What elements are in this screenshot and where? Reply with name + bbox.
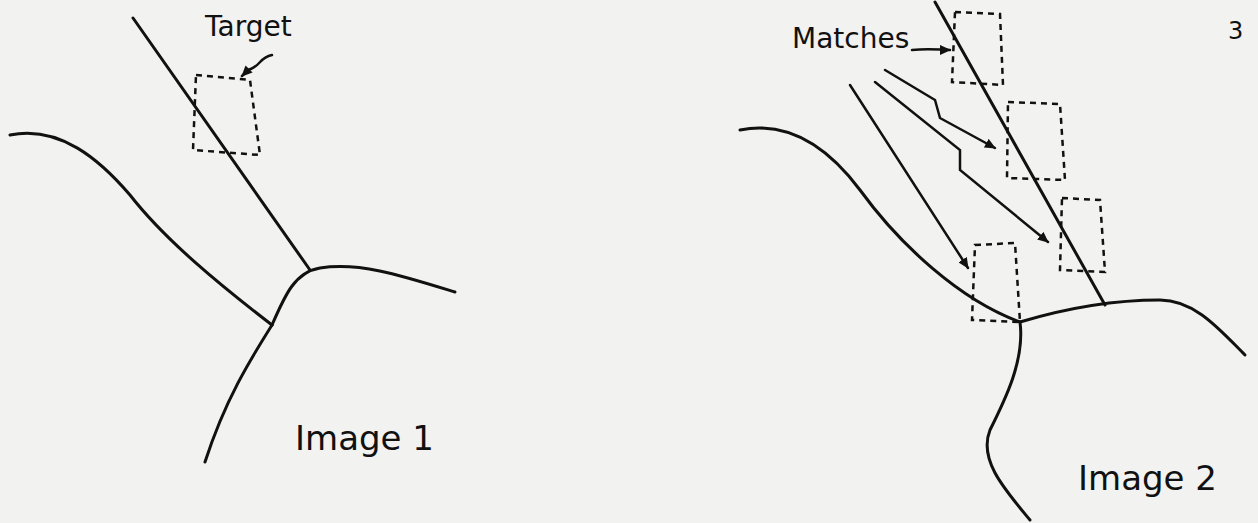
callout-label: Matches — [792, 24, 909, 55]
river-curve — [1020, 300, 1245, 355]
match-window — [1060, 198, 1105, 272]
leader-arrow — [242, 55, 272, 76]
match-window — [972, 243, 1020, 322]
target-window — [193, 75, 260, 155]
leader-arrow — [912, 48, 950, 51]
river-curve — [10, 133, 272, 325]
river-curve — [272, 267, 455, 325]
match-window — [1007, 102, 1065, 180]
road-line — [133, 18, 310, 270]
leader-arrow — [885, 70, 995, 148]
callout-label: Target — [205, 12, 292, 43]
leader-arrow — [850, 85, 968, 268]
page-number: 3 — [1228, 18, 1243, 44]
river-curve — [987, 322, 1030, 520]
river-curve — [205, 325, 272, 462]
image-label: Image 1 — [295, 420, 434, 457]
river-curve — [740, 128, 1020, 322]
image-label: Image 2 — [1078, 460, 1217, 497]
match-window — [952, 12, 1003, 85]
